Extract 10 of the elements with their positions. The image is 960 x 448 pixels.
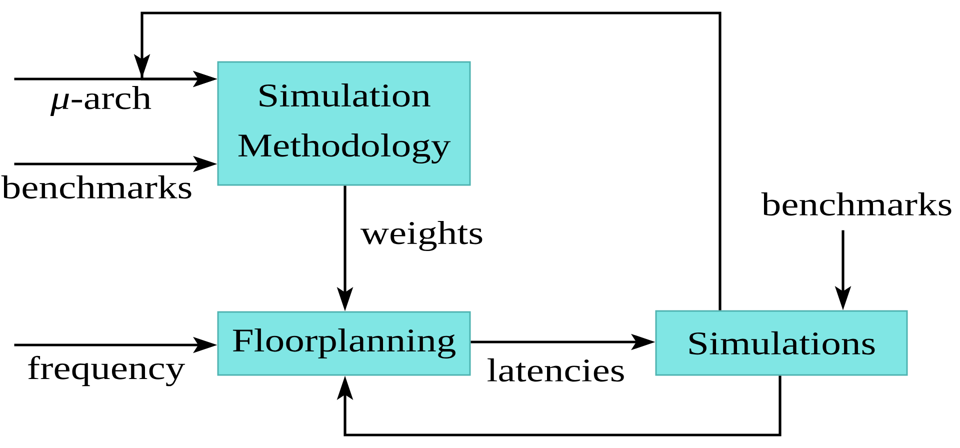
- process-box: Simulations: [655, 310, 908, 376]
- edge-label: benchmarks: [761, 192, 952, 216]
- edge-label: weights: [360, 221, 482, 251]
- edge-label: latencies: [488, 358, 624, 382]
- process-box: Simulation Methodology: [217, 61, 471, 186]
- process-box: Floorplanning: [217, 311, 471, 376]
- edge-label: μ-arch: [50, 86, 152, 116]
- feedback-arrow: [336, 376, 782, 436]
- edge-label: benchmarks: [1, 175, 192, 199]
- edge-label: frequency: [28, 356, 186, 386]
